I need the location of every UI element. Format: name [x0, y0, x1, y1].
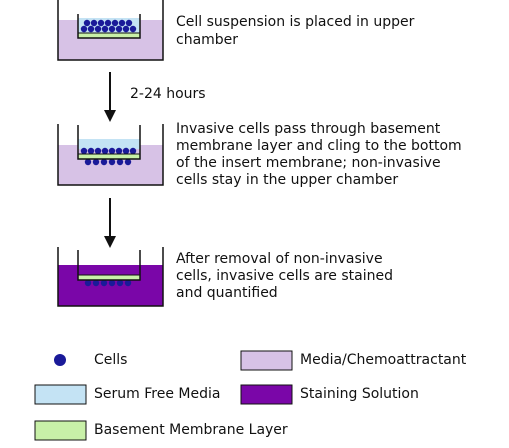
arrow-2	[104, 198, 116, 248]
step-1-caption-line-2: chamber	[176, 32, 239, 48]
step-1-caption-line-1: Cell suspension is placed in upper	[176, 14, 415, 30]
well-2-insert-serum-free-media	[78, 139, 140, 149]
well-3-insert-walls	[77, 250, 141, 281]
step-3-caption-line-2: cells, invasive cells are stained	[176, 268, 393, 284]
arrow-1	[104, 72, 116, 122]
step-3-caption-line-1: After removal of non-invasive	[176, 251, 383, 267]
well-2-insert-walls	[77, 125, 141, 160]
well-1-insert-walls	[77, 14, 141, 39]
step-2-caption-line-2: membrane layer and cling to the bottom	[176, 138, 462, 154]
well-2-outer-walls	[57, 124, 164, 186]
step-2-caption-line-4: cells stay in the upper chamber	[176, 172, 399, 188]
arrow-1-label: 2-24 hours	[130, 86, 206, 102]
legend-media-label: Media/Chemoattractant	[300, 352, 467, 368]
legend-staining-label: Staining Solution	[300, 386, 419, 402]
legend-serum-free-label: Serum Free Media	[94, 386, 221, 402]
step-2-caption-line-1: Invasive cells pass through basement	[176, 121, 441, 137]
legend-serum-free-swatch	[34, 384, 87, 405]
legend-staining-swatch	[240, 384, 293, 405]
well-2-cells-bottom	[84, 158, 132, 166]
legend-cells-label: Cells	[94, 352, 128, 368]
well-2-cells-top	[80, 147, 137, 155]
well-1-cells	[80, 19, 137, 33]
well-3-outer-walls	[57, 247, 164, 307]
legend-media-swatch	[240, 350, 293, 371]
legend-cells-swatch	[54, 354, 66, 366]
well-1-outer-walls	[57, 0, 164, 61]
legend-basement-swatch	[34, 420, 87, 441]
well-3-cells-bottom	[84, 279, 132, 287]
well-step-1	[57, 0, 164, 61]
well-step-3	[57, 247, 164, 307]
step-3-caption-line-3: and quantified	[176, 285, 278, 301]
legend-basement-label: Basement Membrane Layer	[94, 422, 288, 438]
well-step-2	[57, 124, 164, 186]
step-2-caption-line-3: of the insert membrane; non-invasive	[176, 155, 441, 171]
